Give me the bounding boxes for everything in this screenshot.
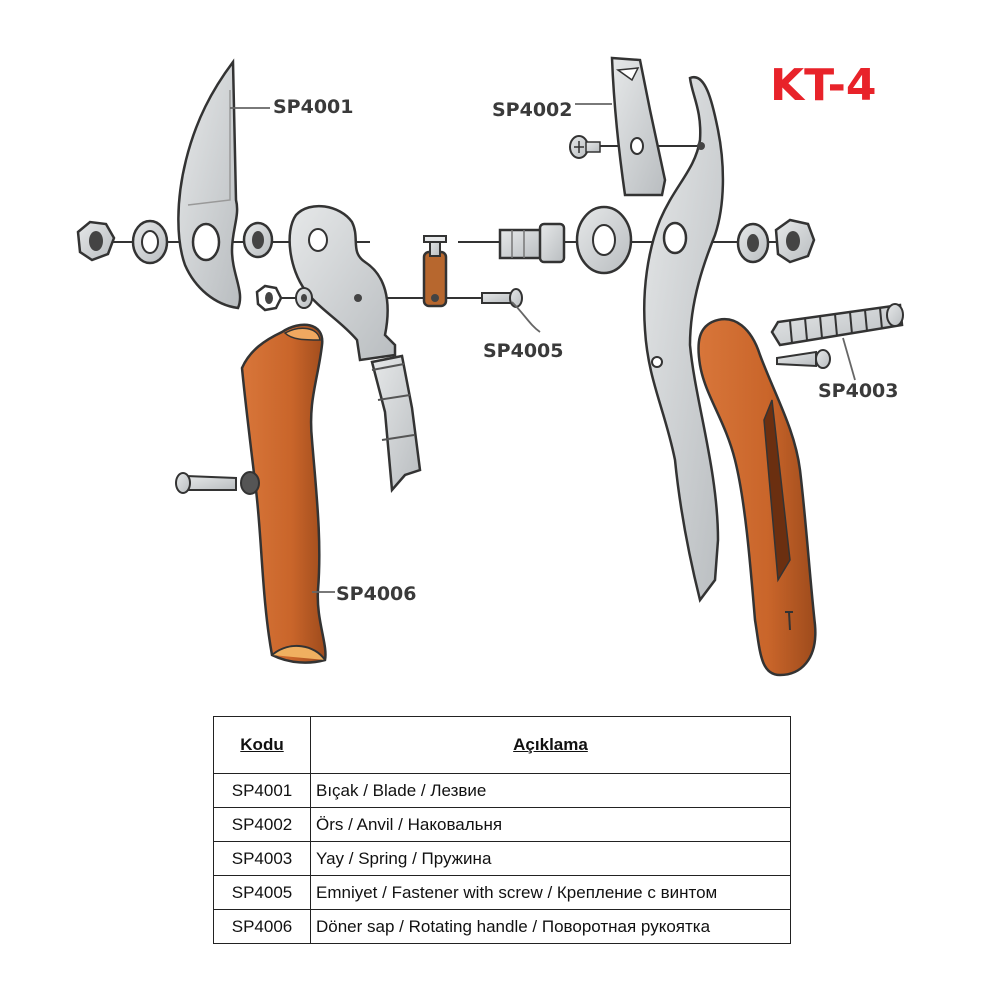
bushing-left: [242, 221, 274, 259]
header-code: Kodu: [213, 716, 311, 774]
table-header-row: Kodu Açıklama: [213, 716, 791, 774]
callout-sp4001: SP4001: [273, 96, 354, 118]
row-code: SP4001: [213, 773, 311, 808]
row-description: Yay / Spring / Пружина: [310, 841, 791, 876]
row-code: SP4005: [213, 875, 311, 910]
table-row: SP4003 Yay / Spring / Пружина: [213, 841, 791, 876]
spring-screw: [776, 349, 831, 369]
header-description: Açıklama: [310, 716, 791, 774]
parts-table: Kodu Açıklama SP4001 Bıçak / Blade / Лез…: [213, 716, 791, 944]
model-title: KT-4: [770, 60, 877, 111]
row-description: Emniyet / Fastener with screw / Креплени…: [310, 875, 791, 910]
row-description: Örs / Anvil / Наковальня: [310, 807, 791, 842]
blade-part: [177, 58, 242, 310]
nut-left: [76, 220, 116, 262]
nut-right: [774, 218, 816, 264]
row-code: SP4003: [213, 841, 311, 876]
table-row: SP4006 Döner sap / Rotating handle / Пов…: [213, 909, 791, 944]
table-row: SP4002 Örs / Anvil / Наковальня: [213, 807, 791, 842]
callout-sp4003: SP4003: [818, 380, 899, 402]
pivot-bolt: [498, 222, 566, 264]
row-code: SP4006: [213, 909, 311, 944]
table-row: SP4005 Emniyet / Fastener with screw / К…: [213, 875, 791, 910]
table-row: SP4001 Bıçak / Blade / Лезвие: [213, 773, 791, 808]
lower-body-part: [642, 75, 725, 603]
anvil-screw: [569, 135, 601, 159]
callout-sp4002: SP4002: [492, 99, 573, 121]
callout-sp4006: SP4006: [336, 583, 417, 605]
small-washer: [295, 287, 313, 309]
callout-sp4005: SP4005: [483, 340, 564, 362]
row-description: Bıçak / Blade / Лезвие: [310, 773, 791, 808]
small-nut: [255, 284, 283, 312]
anvil-part: [610, 56, 667, 197]
row-code: SP4002: [213, 807, 311, 842]
fastener-screw: [481, 288, 523, 308]
washer-left: [131, 219, 169, 265]
row-description: Döner sap / Rotating handle / Поворотная…: [310, 909, 791, 944]
leader-lines: [230, 103, 856, 593]
rotating-handle-part: [240, 323, 327, 664]
spring-part: [770, 303, 904, 347]
washer-right: [736, 222, 770, 264]
right-grip-part: [697, 318, 817, 677]
exploded-view-diagram: SP4001 SP4002 SP4003 SP4005 SP4006 KT-4: [76, 56, 904, 677]
large-washer: [575, 205, 633, 275]
fastener-part: [422, 235, 448, 308]
handle-screw: [175, 472, 237, 494]
handle-core-part: [288, 204, 422, 494]
